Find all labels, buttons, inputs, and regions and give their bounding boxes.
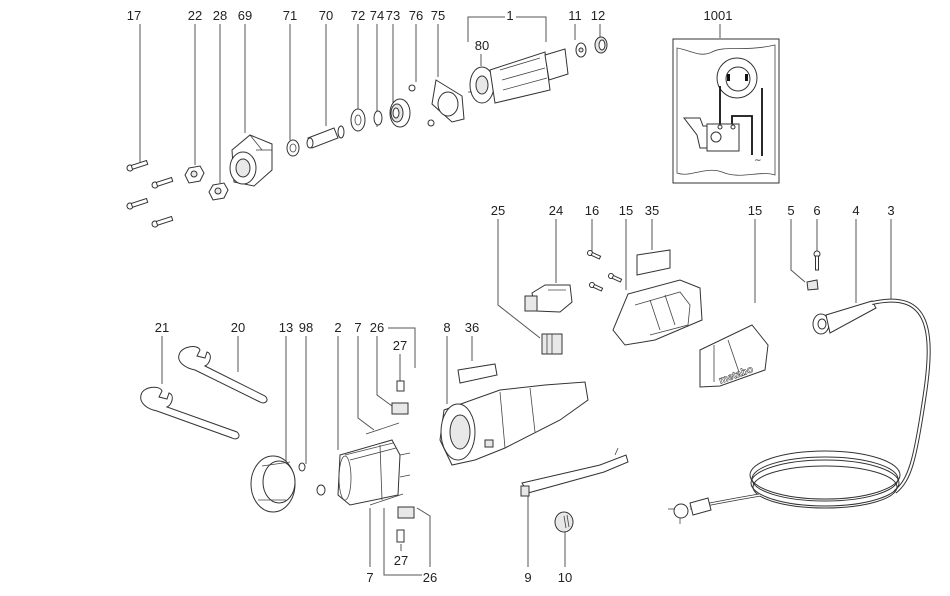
callout-5: 5 (787, 203, 794, 218)
callout-80: 80 (475, 38, 489, 53)
callout-76: 76 (409, 8, 423, 23)
switch-25 (541, 333, 563, 355)
callout-2: 2 (334, 320, 341, 335)
callout-16: 16 (585, 203, 599, 218)
plate-75 (431, 79, 465, 123)
callout-36: 36 (465, 320, 479, 335)
callout-72: 72 (351, 8, 365, 23)
callout-3: 3 (887, 203, 894, 218)
wrench-20 (178, 346, 268, 404)
callout-25: 25 (491, 203, 505, 218)
callout-15-a: 15 (619, 203, 633, 218)
stator-2 (337, 439, 411, 506)
callout-35: 35 (645, 203, 659, 218)
flange-housing-69 (229, 134, 273, 187)
clamp-5 (806, 279, 819, 291)
bearing-12 (594, 36, 608, 54)
callout-7-b: 7 (366, 570, 373, 585)
spindle-70 (306, 125, 345, 149)
plug (668, 497, 712, 524)
brush-holder-26-upper (391, 402, 409, 415)
power-cable-3 (689, 298, 931, 510)
wiring-diagram-1001: ~ (672, 38, 780, 184)
screws-16 (587, 250, 623, 292)
callout-26-a: 26 (370, 320, 384, 335)
nut-28 (208, 182, 229, 201)
bearing-11 (575, 42, 587, 58)
callout-24: 24 (549, 203, 563, 218)
brush-holder-26-lower (397, 506, 415, 519)
callout-75: 75 (431, 8, 445, 23)
screw-6 (813, 250, 821, 271)
spring-7-upper (365, 422, 400, 435)
callout-13: 13 (279, 320, 293, 335)
callout-73: 73 (386, 8, 400, 23)
ring-13 (250, 455, 296, 513)
callout-labels: 17 22 28 69 71 70 72 74 73 76 75 1 80 11… (127, 8, 895, 585)
callout-28: 28 (213, 8, 227, 23)
callout-1001: 1001 (704, 8, 733, 23)
callout-12: 12 (591, 8, 605, 23)
label-36 (457, 363, 498, 384)
callout-4: 4 (852, 203, 859, 218)
callout-11: 11 (568, 8, 582, 23)
callout-70: 70 (319, 8, 333, 23)
callout-74: 74 (370, 8, 384, 23)
callout-26-b: 26 (423, 570, 437, 585)
washer-98 (298, 462, 326, 496)
callout-22: 22 (188, 8, 202, 23)
bearing-73 (389, 98, 411, 128)
ring-74 (373, 110, 383, 126)
callout-71: 71 (283, 8, 297, 23)
callout-9: 9 (524, 570, 531, 585)
callout-27-b: 27 (394, 553, 408, 568)
spring-7-lower (369, 493, 404, 506)
washer-71 (286, 139, 300, 157)
carbon-brush-27-lower (396, 529, 405, 543)
leader-lines (139, 16, 892, 576)
callout-98: 98 (299, 320, 313, 335)
callout-20: 20 (231, 320, 245, 335)
label-35 (636, 249, 671, 276)
callout-1: 1 (506, 8, 513, 23)
switch-24 (524, 284, 573, 313)
wrench-21 (140, 386, 240, 440)
svg-text:~: ~ (754, 156, 762, 166)
housing-cover-15-inner (612, 279, 703, 346)
screw-17-set (126, 159, 174, 228)
cable-grommet-4 (812, 300, 877, 335)
screw-76 (408, 84, 435, 127)
callout-69: 69 (238, 8, 252, 23)
rail-9 (520, 447, 629, 497)
callout-7-a: 7 (354, 320, 361, 335)
callout-6: 6 (813, 203, 820, 218)
callout-15-b: 15 (748, 203, 762, 218)
callout-8: 8 (443, 320, 450, 335)
housing-cover-15-outer: metabo (699, 324, 769, 388)
callout-21: 21 (155, 320, 169, 335)
carbon-brush-27-upper (396, 380, 405, 392)
callout-10: 10 (558, 570, 572, 585)
motor-housing-8 (439, 381, 589, 466)
disc-72 (350, 108, 366, 132)
armature-1 (468, 48, 569, 104)
callout-17: 17 (127, 8, 141, 23)
nut-22 (184, 165, 205, 184)
callout-27-a: 27 (393, 338, 407, 353)
cap-10 (554, 511, 574, 533)
